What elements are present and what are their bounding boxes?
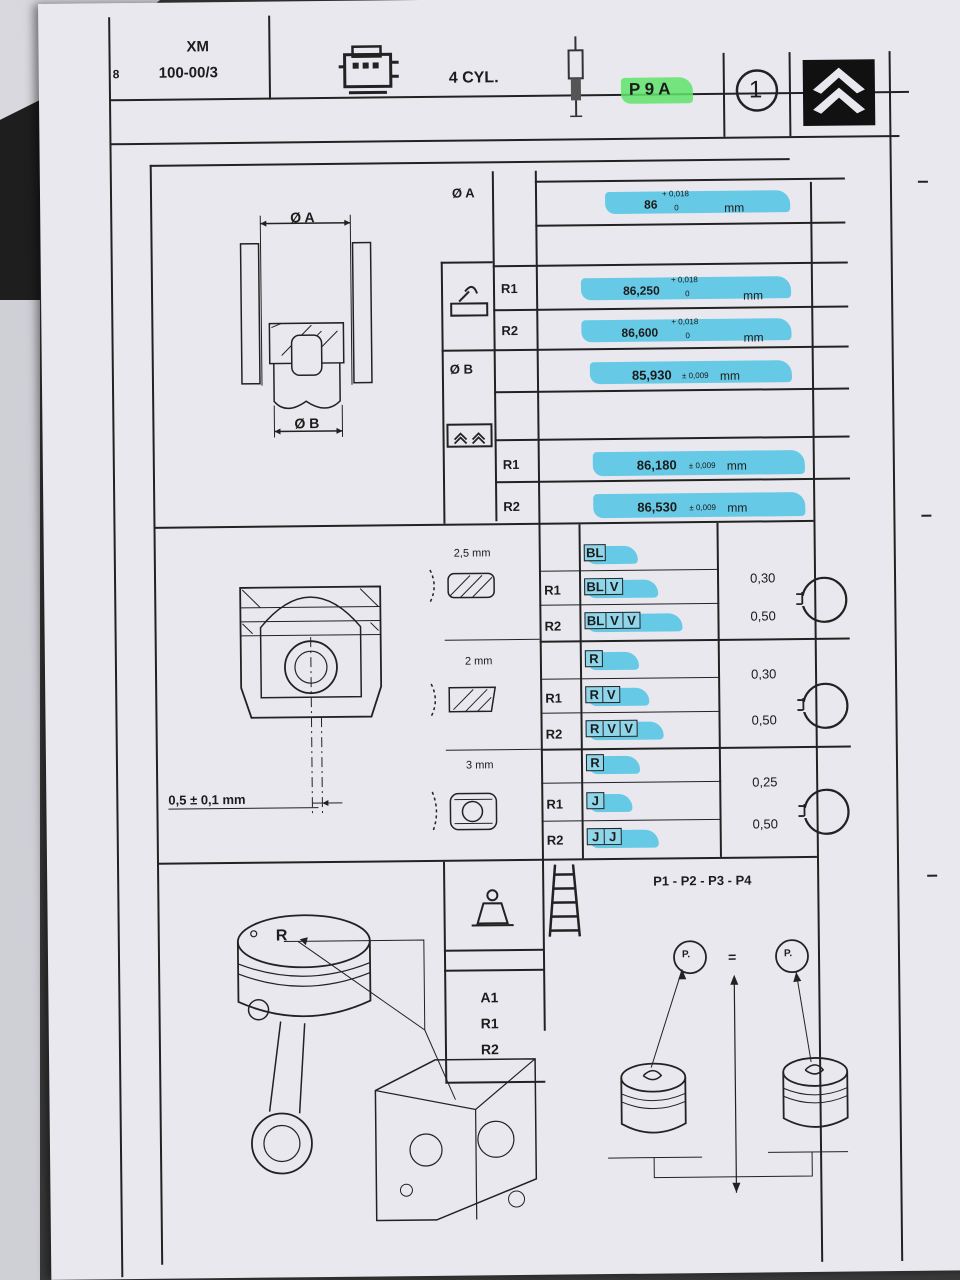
ring-1-thickness: 2,5 mm: [453, 547, 491, 560]
bore-std-value: 86: [644, 197, 658, 212]
p-label-left: P.: [681, 949, 691, 961]
weight-icon: [471, 889, 514, 927]
piston-r1-unit: mm: [726, 458, 747, 473]
bore-r1-label: R1: [500, 280, 518, 297]
piston-r2-label: R2: [503, 498, 520, 515]
bore-r1-value: 86,250: [622, 283, 660, 298]
diagram-label-a: Ø A: [290, 209, 315, 226]
ring-offset-label: 0,5 ± 0,1 mm: [168, 791, 246, 808]
ring-profile-2: [430, 683, 497, 717]
margin-mark: [917, 180, 928, 183]
machining-icon: [450, 285, 489, 317]
ring-2-r2-label: R2: [545, 726, 563, 742]
ring-1-gap-max: 0,50: [750, 608, 776, 624]
injector-icon: [567, 36, 584, 118]
ring-profile-3: [431, 791, 498, 833]
ring-3-thickness: 3 mm: [465, 759, 494, 772]
bore-r1-unit: mm: [743, 288, 764, 303]
bore-r2-tol-upper: + 0,018: [671, 317, 699, 327]
bore-r1-tol-upper: + 0,018: [670, 275, 698, 285]
ladder-icon: [548, 864, 582, 937]
ring-1-r1-label: R1: [544, 582, 561, 598]
section-number-icon: [735, 69, 779, 112]
ring-3-gap-max: 0,50: [752, 816, 779, 832]
marking-code-1: A1: [480, 989, 499, 1006]
bore-std-tol-upper: + 0,018: [661, 189, 689, 199]
piston-std-value: 85,930: [631, 367, 672, 383]
piston-grade-icon: [446, 423, 493, 448]
ring-3-r2-label: R2: [546, 832, 564, 848]
marking-code-3: R2: [480, 1041, 499, 1058]
bore-r2-label: R2: [501, 322, 519, 339]
ring-2-gap-max: 0,50: [751, 712, 777, 728]
bore-r2-value: 86,600: [621, 325, 659, 340]
piston-r2-value: 86,530: [637, 499, 678, 515]
page-number: 8: [112, 67, 120, 82]
ring-2-gap-min: 0,30: [750, 666, 777, 682]
cylinder-cross-section-diagram: [239, 214, 373, 438]
ring-gap-icon: [796, 576, 848, 623]
label-diameter-a: Ø A: [451, 185, 475, 201]
piston-rod-block-diagram: [236, 914, 538, 1222]
ring-gap-icon: [797, 682, 849, 729]
piston-ring-diagram: [239, 585, 383, 818]
margin-mark: [921, 514, 932, 517]
ring-1-r2-label: R2: [544, 618, 562, 634]
piston-std-tol: ± 0,009: [681, 370, 709, 381]
ring-2-thickness: 2 mm: [464, 655, 493, 668]
ring-2-r1-label: R1: [545, 690, 563, 706]
ring-3-r1-label: R1: [546, 796, 564, 812]
piston-r1-label: R1: [502, 456, 520, 473]
manual-page: 8 XM 100-00/3 4 CYL. P 9 A 1: [38, 0, 960, 1280]
marking-section: R A1 R1 R2 P1 - P2 - P3 - P4: [38, 0, 960, 1222]
bore-std-tol-lower: 0: [674, 203, 679, 213]
piston-r2-unit: mm: [727, 500, 748, 515]
section-number: 1: [748, 76, 763, 104]
ring-profile-1: [429, 569, 495, 603]
doc-reference: 100-00/3: [158, 64, 219, 82]
ring-3-std-codes: R: [585, 754, 605, 772]
bore-r2-tol-lower: 0: [685, 331, 691, 341]
cylinders-label: 4 CYL.: [448, 69, 499, 87]
engine-icon: [338, 45, 399, 95]
ring-2-std-codes: R: [584, 650, 603, 668]
piston-std-unit: mm: [719, 368, 741, 383]
bore-std-unit: mm: [724, 200, 745, 215]
ring-gap-icon: [798, 788, 850, 835]
weight-matching-diagram: [608, 939, 849, 1193]
margin-mark: [927, 874, 938, 877]
citroen-logo-icon: [802, 59, 876, 126]
ring-3-gap-min: 0,25: [752, 774, 778, 790]
ring-1-std-codes: BL: [583, 544, 606, 562]
p-label-right: P.: [783, 948, 793, 960]
engine-code: P 9 A: [628, 79, 671, 99]
piston-r2-tol: ± 0,009: [689, 502, 716, 513]
piston-r1-value: 86,180: [636, 457, 677, 473]
marking-code-2: R1: [480, 1015, 499, 1032]
diagram-label-b: Ø B: [294, 415, 320, 432]
header-bar: 8 XM 100-00/3 4 CYL. P 9 A 1: [38, 0, 960, 1278]
model-name: XM: [186, 38, 210, 56]
ring-1-gap-min: 0,30: [749, 570, 776, 586]
equals-sign: =: [727, 948, 737, 965]
ring-3-r1-codes: J: [586, 792, 605, 810]
label-diameter-b: Ø B: [449, 361, 474, 377]
piston-mark: R: [275, 927, 288, 945]
bore-section: Ø A Ø B Ø A Ø B 86 + 0,018 0 mm R1 86: [38, 0, 960, 524]
positions-label: P1 - P2 - P3 - P4: [653, 872, 752, 889]
rings-section: 0,5 ± 0,1 mm 2,5 mm BL: [38, 0, 960, 859]
bore-r1-tol-lower: 0: [685, 289, 690, 299]
bore-r2-unit: mm: [743, 330, 764, 345]
piston-r1-tol: ± 0,009: [688, 460, 716, 471]
